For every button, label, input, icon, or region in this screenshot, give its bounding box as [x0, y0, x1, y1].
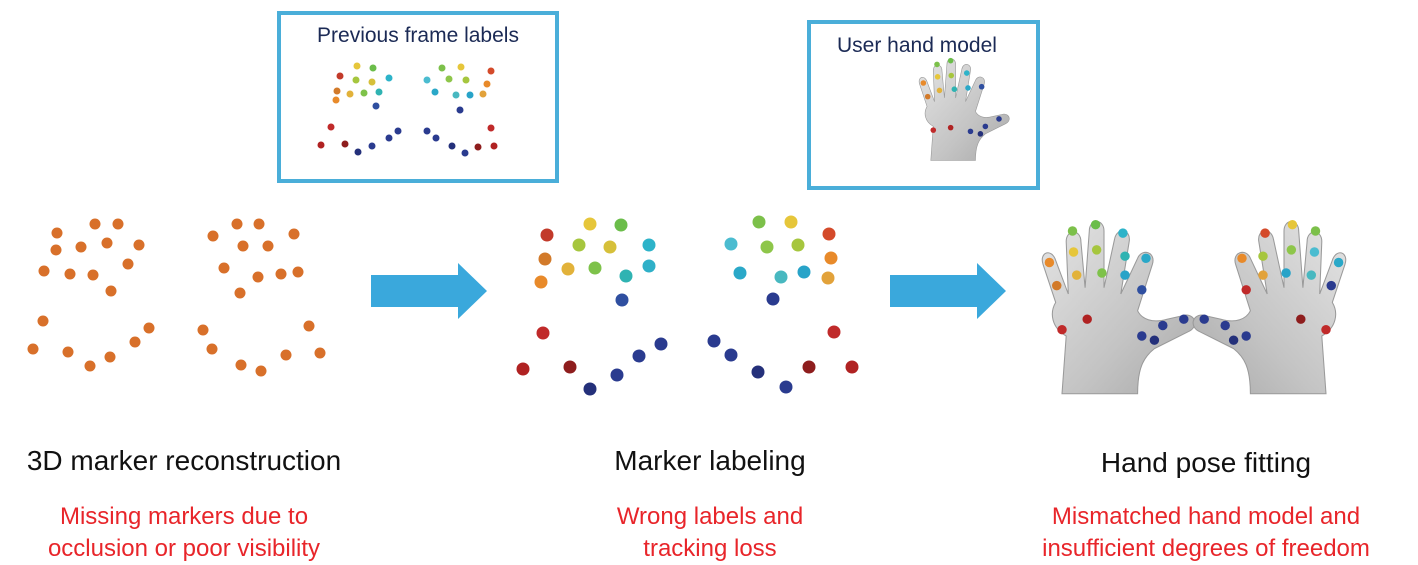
issue-line: tracking loss: [643, 535, 777, 562]
user-hand-model-box: User hand model: [807, 20, 1040, 190]
issue-line: Wrong labels and: [616, 503, 804, 530]
issue-line: Missing markers due to: [59, 503, 309, 530]
issue-line: Mismatched hand model and: [1051, 503, 1361, 530]
stage-title-reconstruction: 3D marker reconstruction: [26, 445, 342, 476]
labeled-markers-left-hand: [516, 217, 668, 396]
arrow-right-icon: [890, 263, 1006, 319]
stage-issue-reconstruction: Missing markers due to occlusion or poor…: [0, 501, 368, 565]
unlabeled-markers-right-hand: [197, 218, 326, 377]
user-hand-model-title: User hand model: [837, 34, 997, 57]
stage-title-fitting: Hand pose fitting: [1100, 447, 1312, 478]
stage-issue-labeling: Wrong labels and tracking loss: [560, 501, 860, 565]
stage-issue-fitting: Mismatched hand model and insufficient d…: [1002, 501, 1410, 565]
previous-labels-markers: [317, 62, 498, 157]
labeled-markers-right-hand: [707, 215, 859, 394]
hand-model-icon: [918, 57, 1010, 161]
arrow-right-icon: [371, 263, 487, 319]
unlabeled-markers-left-hand: [27, 218, 155, 372]
stage-title-labeling: Marker labeling: [614, 445, 806, 476]
issue-line: occlusion or poor visibility: [47, 535, 321, 562]
fitted-left-hand: [1041, 219, 1196, 395]
previous-frame-labels-box: Previous frame labels: [277, 11, 559, 183]
fitted-right-hand: [1192, 219, 1347, 395]
previous-frame-labels-title: Previous frame labels: [317, 24, 519, 47]
issue-line: insufficient degrees of freedom: [1042, 535, 1370, 562]
